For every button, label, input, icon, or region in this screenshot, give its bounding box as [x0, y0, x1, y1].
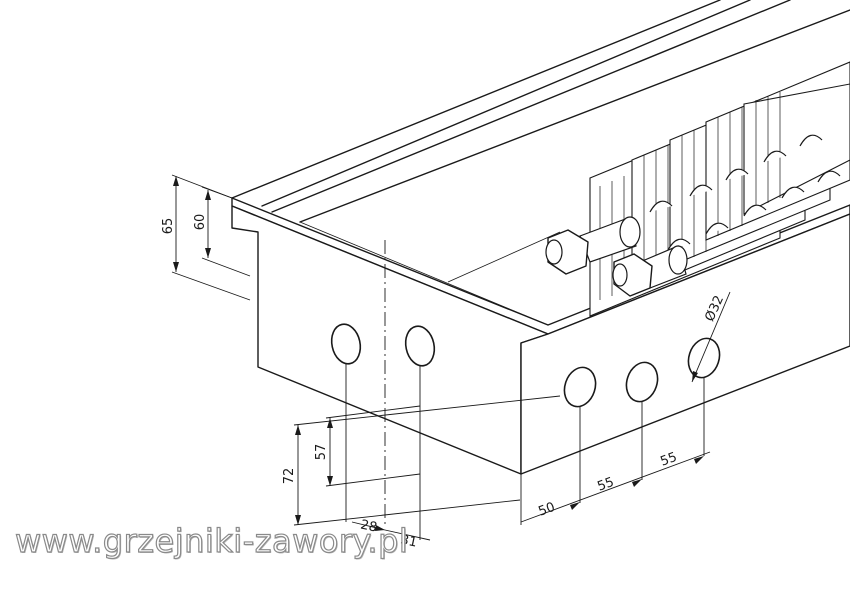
side-hole-1: [330, 323, 362, 365]
dimensions: [171, 174, 731, 541]
fitting-lower: [612, 245, 688, 297]
fin-block-5: [743, 83, 850, 215]
dim-31: 31: [399, 533, 418, 551]
dim-72: 72: [282, 468, 297, 485]
side-hole-2: [404, 325, 436, 367]
dim-55-b: 55: [658, 450, 679, 470]
dim-50: 50: [536, 500, 557, 520]
holes: [330, 323, 721, 408]
dim-57: 57: [314, 444, 329, 461]
watermark: www.grzejniki-zawory.pl: [14, 521, 409, 560]
dim-65: 65: [161, 218, 176, 235]
dim-28: 28: [359, 518, 378, 536]
trough-body: [231, 0, 850, 475]
end-hole-2: [625, 361, 659, 403]
tube-arcs: [649, 134, 841, 251]
end-hole-1: [563, 366, 597, 408]
fitting-upper: [545, 216, 641, 275]
dim-60: 60: [193, 214, 208, 231]
connection-fittings: [545, 216, 688, 297]
dim-55-a: 55: [595, 475, 616, 495]
